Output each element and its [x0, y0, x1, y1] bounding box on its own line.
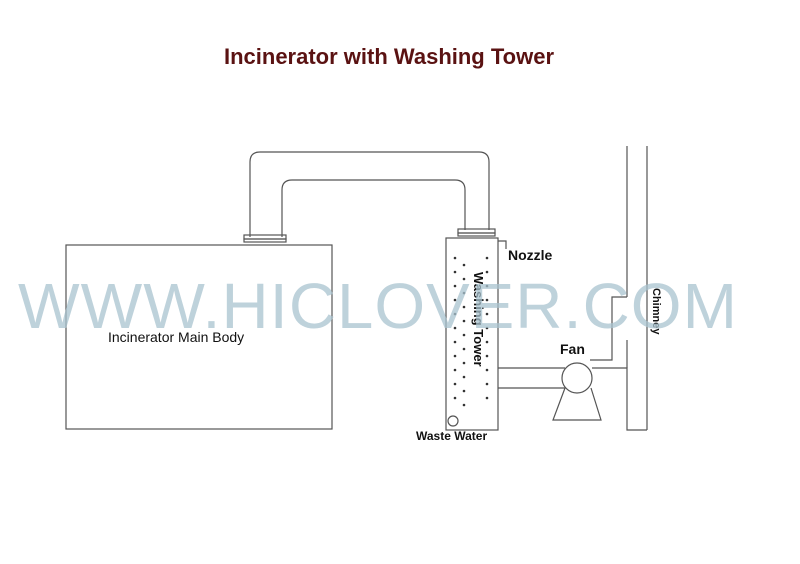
packing-dot: [485, 354, 489, 358]
packing-dot: [485, 368, 489, 372]
nozzle-label: Nozzle: [508, 247, 553, 263]
packing-dot: [462, 347, 466, 351]
packing-dot: [453, 298, 457, 302]
packing-dot: [462, 403, 466, 407]
tower-packing-dots: [453, 256, 489, 407]
packing-dot: [453, 326, 457, 330]
fan-label: Fan: [560, 341, 585, 357]
packing-dot: [462, 333, 466, 337]
packing-dot: [462, 375, 466, 379]
tower-flange-lower: [457, 232, 496, 237]
packing-dot: [453, 354, 457, 358]
fan-housing: [552, 387, 602, 421]
packing-dot: [485, 340, 489, 344]
packing-dot: [453, 368, 457, 372]
waste-water-drain-icon: [447, 415, 459, 427]
packing-dot: [462, 361, 466, 365]
packing-dot: [453, 396, 457, 400]
packing-dot: [462, 263, 466, 267]
packing-dot: [453, 256, 457, 260]
packing-dot: [453, 270, 457, 274]
packing-dot: [485, 256, 489, 260]
packing-dot: [453, 284, 457, 288]
diagram-title: Incinerator with Washing Tower: [223, 44, 555, 69]
nozzle: [498, 240, 507, 249]
packing-dot: [485, 312, 489, 316]
packing-dot: [462, 277, 466, 281]
washing-tower-label: Washing Tower: [471, 272, 486, 367]
packing-dot: [485, 270, 489, 274]
flue-pipe-inner-wall: [281, 179, 466, 237]
incinerator-flange-lower: [243, 238, 287, 243]
packing-dot: [485, 284, 489, 288]
flue-pipe-outer-wall: [249, 151, 490, 237]
packing-dot: [453, 312, 457, 316]
packing-dot: [462, 319, 466, 323]
packing-dot: [485, 298, 489, 302]
packing-dot: [462, 305, 466, 309]
packing-dot: [453, 382, 457, 386]
packing-dot: [453, 340, 457, 344]
duct-fan-chimney-outer: [592, 367, 647, 431]
watermark: WWW.HICLOVER.COM: [18, 270, 738, 342]
waste-water-label: Waste Water: [416, 429, 487, 443]
packing-dot: [485, 326, 489, 330]
duct-fan-chimney-inner: [590, 296, 627, 361]
packing-dot: [485, 396, 489, 400]
packing-dot: [485, 382, 489, 386]
packing-dot: [462, 291, 466, 295]
fan-rotor: [561, 362, 593, 394]
incinerator-label: Incinerator Main Body: [108, 329, 244, 345]
packing-dot: [462, 389, 466, 393]
incinerator-main-body: [65, 244, 333, 430]
washing-tower: [445, 237, 499, 431]
chimney-label: Chimney: [650, 288, 662, 335]
